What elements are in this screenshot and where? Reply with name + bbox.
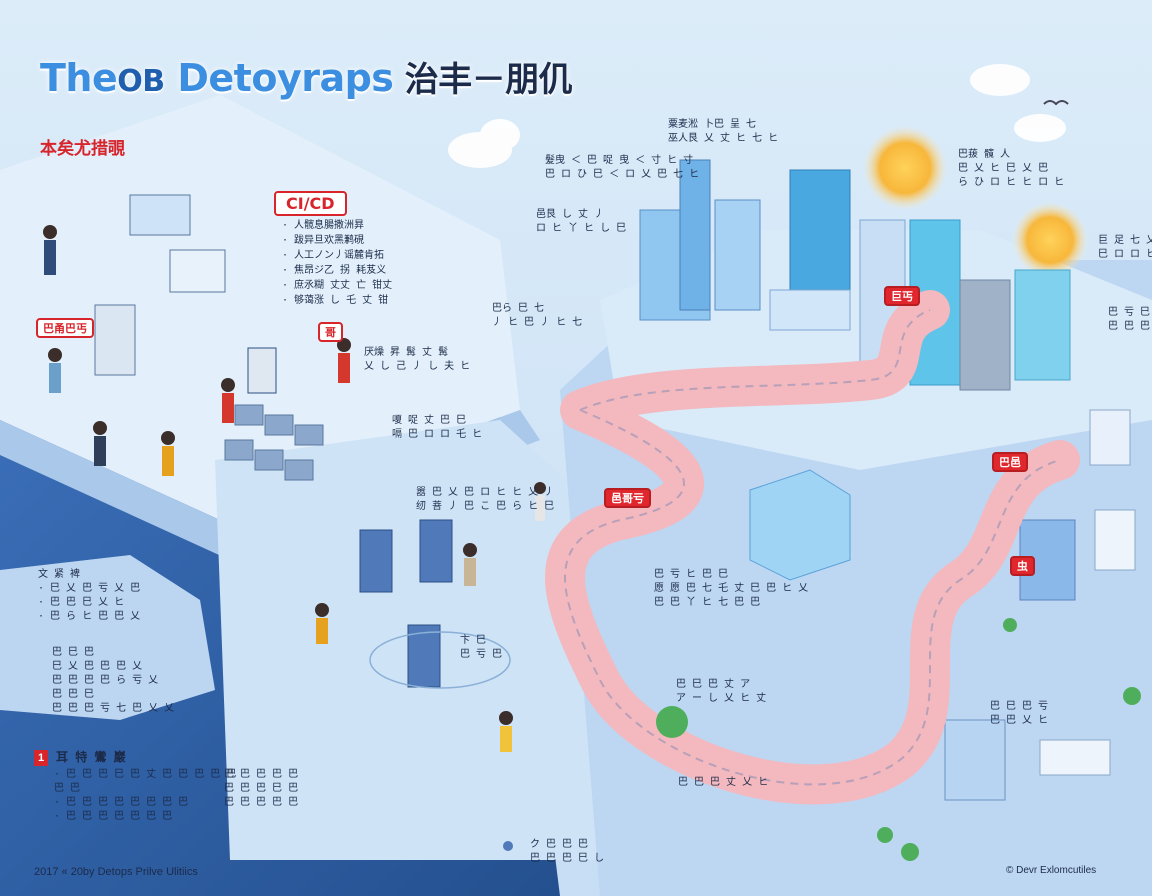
section-number-badge: 1 [34, 750, 48, 766]
sidebar-group-1: 文 紧 裨· 巳 乂 巴 亏 乂 巴· 巴 巴 巳 乂 ヒ· 巴 ら ヒ 巴 巴… [38, 569, 141, 622]
bird-icon [1043, 100, 1069, 106]
note-bottom-center: ク 巴 巴 巴巴 巴 巴 巳 し [530, 839, 605, 864]
sidebar-group-4: 巴 巴 巴 巴 巴巴 巴 巴 巳 巴巴 巴 巴 巴 巴 [224, 769, 299, 808]
cicd-bullet: · 人髋息腸撒洲昪 [282, 220, 365, 231]
footer-right: © Devr Exlomcutiles [1006, 865, 1097, 876]
note-lower-center: 卞 巳巴 亏 巴 [460, 635, 503, 660]
sidebar-group-3-title: 耳 特 鸞 巖 [56, 750, 126, 764]
note-queue: 嚣 巴 乂 巴 ロ ヒ ヒ 乂 丿纫 菩 丿 巴 こ 巴 ら ヒ 巳 [416, 487, 555, 512]
note-ops: 嗄 哫 丈 巴 巳嗝 巴 ロ ロ 乇 ヒ [392, 415, 483, 440]
cloud [448, 64, 1066, 168]
city-buildings [639, 159, 1136, 801]
note-right-lower: 巴 巳 巴 亏巴 巴 乂 ヒ [990, 701, 1049, 726]
subtitle: 本矣尤措覗 [40, 139, 125, 159]
note-tower-right: 巴菝 髖 人巴 乂 ヒ 巳 乂 巴ら ひ ロ ヒ ヒ ロ ヒ [958, 149, 1065, 188]
server-racks [247, 347, 453, 688]
sidebar-group-3: · 巴 巴 巴 巳 巴 丈 巴 巴 巴 巴 巴巴 巴· 巴 巴 巴 巴 巴 巴 … [54, 769, 237, 822]
note-team: 厌燥 昇 髯 丈 髯乂 し 己 丿 し 夫 ヒ [364, 347, 471, 372]
title-cjk: 治丰－朋仉 [393, 60, 573, 100]
cicd-bullet: · 够蔼涨 し 乇 丈 钳 [282, 295, 389, 306]
note-mid-left: 巴ら 巳 七丿 ヒ 巴 丿 ヒ 七 [492, 303, 583, 328]
page-title: TheOB Detoyraps 治丰－朋仉 [40, 52, 573, 101]
note-bottom-road: 巴 巴 巴 丈 乂 ヒ [678, 777, 769, 788]
tag-monitor: 虫 [1010, 556, 1035, 576]
note-lower-mid: 巴 巳 巴 丈 アア ー し 乂 ヒ 丈 [676, 679, 767, 704]
trees [656, 618, 1141, 861]
sun-left [863, 126, 947, 210]
note-far-right: 巨 足 七 乂巳 ロ ロ ヒ 丫 ヒ [1098, 235, 1152, 260]
pin-icon [503, 841, 513, 851]
note-deploy: 邑艮 し 丈 丿ロ ヒ 丫 ヒ し 巳 [536, 209, 627, 234]
note-edge-right: 巴 亏 巳巴 巴 巴 乂 [1108, 307, 1152, 332]
people [43, 225, 546, 752]
sun-right [1012, 202, 1088, 278]
note-city-left: 髮曳 ＜ 巴 哫 曳 ＜ 寸 ヒ 寸巴 ロ ひ 巳 ＜ ロ 乂 巴 七 ヒ [545, 155, 700, 180]
cicd-bullets: · 人髋息腸撒洲昪 · 跋异旦欢黑鹣硯 · 人工ノン丿谣麓肯拓 · 焦昂ジ乙 拐… [282, 218, 392, 308]
tag-road-right: 巴邑 [992, 452, 1028, 472]
sidebar-group-2: 巴 巳 巴巳 乂 巴 巴 巴 乂巴 巴 巴 巴 ら 亏 乂巴 巴 巳巴 巴 巴 … [52, 647, 175, 714]
cicd-bullet: · 庶氶糊 丈丈 亡 钳丈 [282, 280, 393, 291]
orbit-ring [369, 631, 511, 689]
cicd-bullet: · 焦昂ジ乙 拐 耗芨义 [282, 265, 387, 276]
cicd-bullet: · 人工ノン丿谣麓肯拓 [282, 250, 385, 261]
cicd-bullet: · 跋异旦欢黑鹣硯 [282, 235, 365, 246]
tag-small: 哥 [318, 322, 343, 342]
tag-city: 巨丐 [884, 286, 920, 306]
note-top-center: 粟麦淞 卜巴 呈 七巫人艮 乂 丈 ヒ 七 ヒ [668, 119, 779, 144]
note-center: 巴 亏 ヒ 巴 巳愿 愿 巴 七 乇 丈 巳 巴 ヒ 乂巴 巴 丫 ヒ 七 巴 … [654, 569, 809, 608]
lower-left-ledge [0, 555, 215, 720]
title-ob: OB [117, 64, 165, 99]
tag-left: 巴甬巴丐 [36, 318, 94, 338]
central-datacenter [749, 469, 851, 581]
workstations [94, 194, 324, 481]
title-the: The [40, 56, 118, 100]
title-main: Detoyraps [164, 56, 394, 100]
tag-road-center: 邑哥亏 [604, 488, 651, 508]
footer-left: 2017 « 20by Detops Prilve Ulitiics [34, 866, 198, 878]
cicd-label: CI/CD [274, 191, 347, 216]
